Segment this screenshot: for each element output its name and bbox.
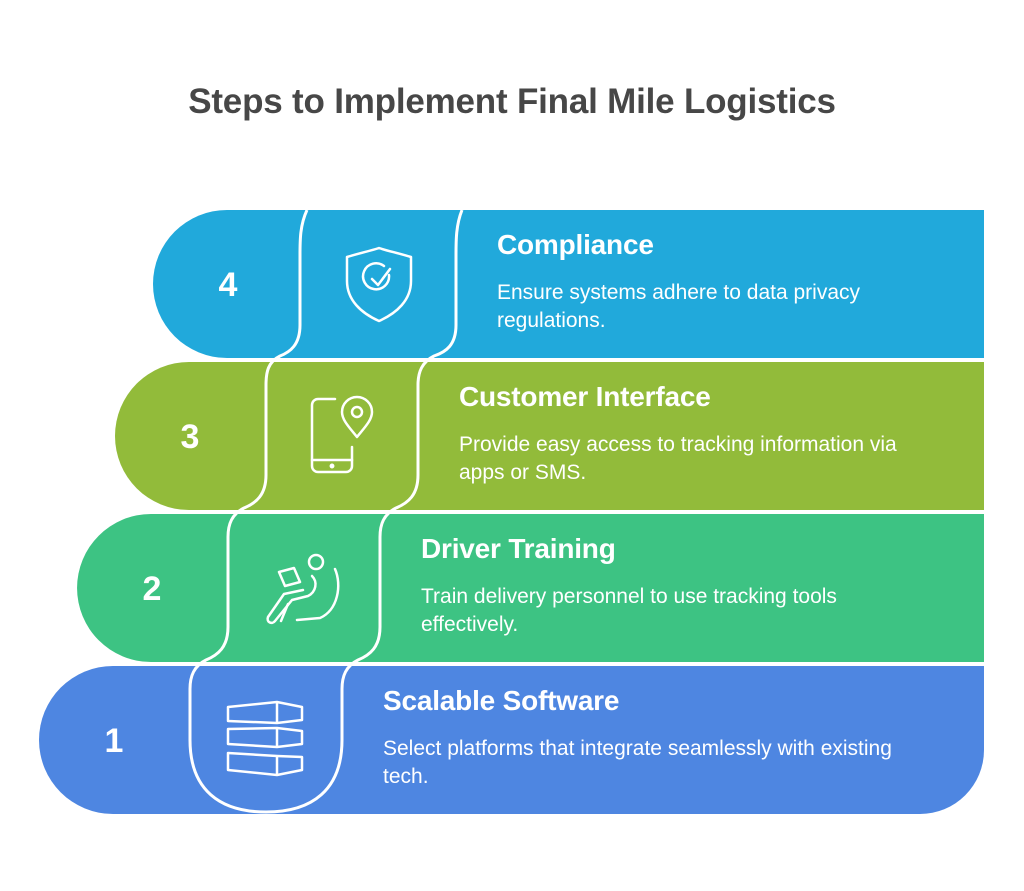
step-number-4: 4 [218,266,238,304]
step-description: Provide easy access to tracking informat… [459,433,897,484]
step-title: Scalable Software [383,685,620,716]
left-connector-line [188,209,464,814]
step-title: Customer Interface [459,381,711,412]
step-description: Ensure systems adhere to data privacy re… [497,281,861,332]
diagram-title: Steps to Implement Final Mile Logistics [188,82,836,121]
step-title: Driver Training [421,533,616,564]
person-laptop-icon [266,553,340,625]
step-band-2 [77,514,985,662]
step-3-text: Customer Interface Provide easy access t… [459,381,939,487]
step-number-3: 3 [180,418,200,456]
step-number-1: 1 [104,722,124,760]
phone-location-icon [310,395,374,474]
stacked-layers-icon [226,700,304,777]
shield-check-icon [345,246,413,323]
step-2-text: Driver Training Train delivery personnel… [421,533,911,639]
step-1-text: Scalable Software Select platforms that … [383,685,893,791]
step-number-2: 2 [142,570,162,608]
step-title: Compliance [497,229,654,260]
step-4-text: Compliance Ensure systems adhere to data… [497,229,927,335]
step-band-4 [153,210,984,358]
step-description: Select platforms that integrate seamless… [383,737,892,788]
step-description: Train delivery personnel to use tracking… [421,585,837,636]
